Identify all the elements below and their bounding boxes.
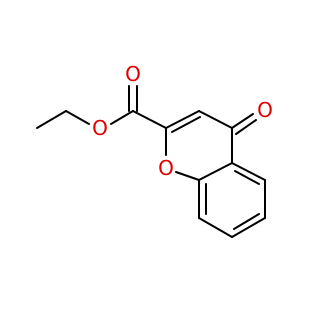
bond-c4a-c5 <box>231 162 266 181</box>
bond-c7-c8 <box>198 217 233 238</box>
bond-c2-c3 <box>165 110 200 129</box>
bond-c3-c4 <box>198 110 233 129</box>
ester-ether-oxygen-label: O <box>92 116 108 140</box>
bond-ring-oxygen-c8a <box>175 171 200 181</box>
bond-ketone-double-a <box>231 113 254 129</box>
bond-carbonyl-carbon-c2 <box>132 110 167 129</box>
bond-ethyl-ch3-ch2 <box>36 110 67 129</box>
bond-c4a-c5-inner <box>234 170 260 185</box>
bond-c2-c3-inner <box>171 116 201 133</box>
bond-ch2-ester-oxygen <box>65 110 90 125</box>
bond-c6-c7 <box>231 217 266 238</box>
ring-oxygen-label: O <box>158 156 174 180</box>
bond-c6-c7-inner <box>233 213 260 230</box>
bond-ketone-double-b <box>235 119 257 135</box>
bond-ester-oxygen-carbonyl-carbon <box>110 110 134 125</box>
ketone-oxygen-label: O <box>257 98 273 122</box>
ester-carbonyl-oxygen-label: O <box>125 62 141 86</box>
bond-c8a-c4a <box>198 162 233 181</box>
